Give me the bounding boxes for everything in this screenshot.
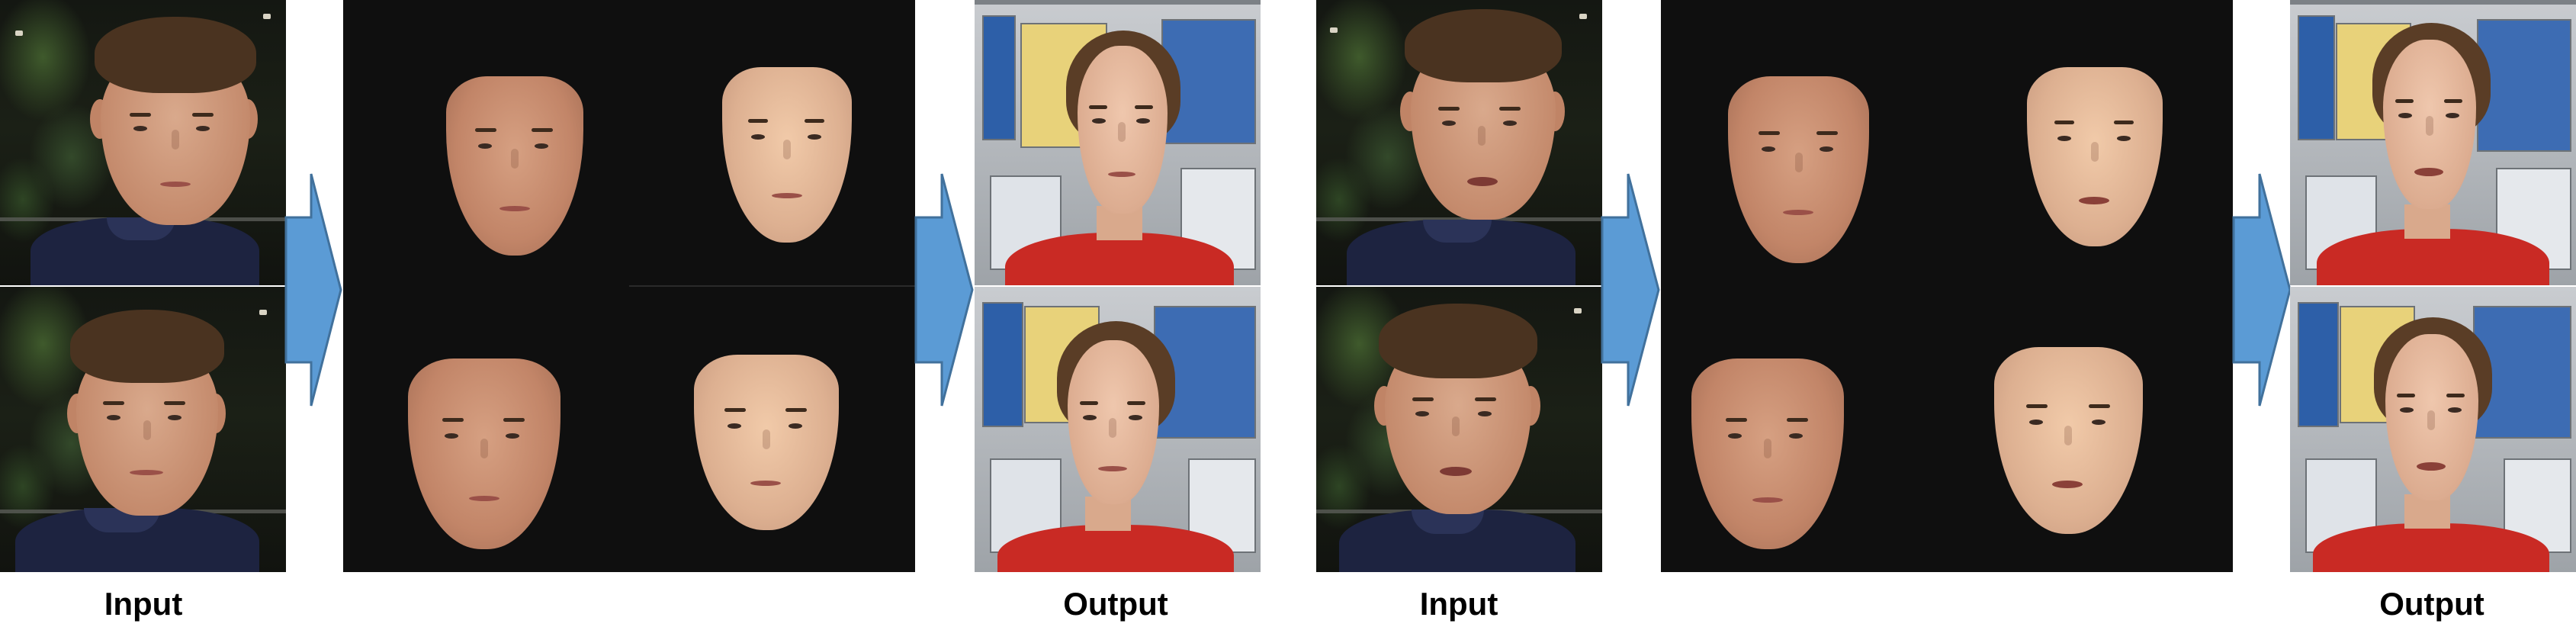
source-face-render (1728, 76, 1869, 263)
right-arrow-icon (1601, 173, 1660, 407)
composite-panel-right (1661, 0, 2233, 572)
target-face-render (2027, 67, 2163, 246)
output-frame-top-right (2290, 0, 2576, 285)
input-frame-top-left (0, 0, 286, 285)
right-arrow-icon (2232, 173, 2292, 407)
source-face-render (1691, 359, 1844, 549)
output-frame-top-left (975, 0, 1261, 285)
target-face-render (694, 355, 839, 530)
output-frame-bottom-right (2290, 287, 2576, 572)
caption-input-right: Input (1419, 586, 1498, 622)
output-frame-bottom-left (975, 287, 1261, 572)
caption-output-left: Output (1063, 586, 1168, 622)
composite-panel-left (343, 0, 915, 572)
right-arrow-icon (914, 173, 974, 407)
target-face-render (722, 67, 852, 243)
target-face-render (1994, 347, 2143, 534)
caption-input-left: Input (104, 586, 183, 622)
right-arrow-icon (284, 173, 342, 407)
source-face-render (446, 76, 583, 256)
input-frame-bottom-left (0, 287, 286, 572)
source-face-render (408, 359, 560, 549)
input-frame-bottom-right (1316, 287, 1602, 572)
caption-output-right: Output (2379, 586, 2484, 622)
input-frame-top-right (1316, 0, 1602, 285)
